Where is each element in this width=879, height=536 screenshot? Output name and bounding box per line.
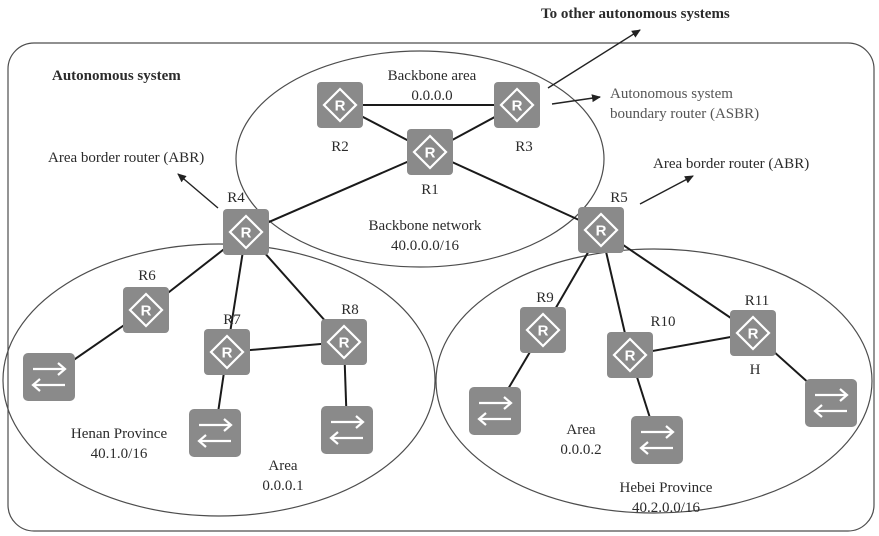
- router-r6: [121, 285, 171, 335]
- h-label: H: [750, 362, 761, 378]
- area1-prefix: 40.1.0/16: [91, 446, 148, 462]
- link-r1-r5: [429, 151, 602, 231]
- router-r10-label: R10: [650, 314, 675, 330]
- router-r11-label: R11: [745, 293, 769, 309]
- router-r3: [492, 80, 542, 130]
- router-r5: [576, 205, 626, 255]
- router-r2-label: R2: [331, 139, 349, 155]
- router-r1-label: R1: [421, 182, 439, 198]
- router-r11: [728, 308, 778, 358]
- external-systems-label: To other autonomous systems: [541, 6, 730, 22]
- autonomous-system-label: Autonomous system: [52, 68, 181, 84]
- link-r1-r4: [245, 151, 431, 233]
- switch-r9: [467, 385, 523, 437]
- router-r4-label: R4: [227, 190, 245, 206]
- area2-title: Area: [566, 422, 595, 438]
- area2-province: Hebei Province: [620, 480, 713, 496]
- area1-province: Henan Province: [71, 426, 168, 442]
- backbone-area-boundary: [235, 50, 605, 268]
- router-r9: [518, 305, 568, 355]
- router-r1: [405, 127, 455, 177]
- abr-left-label: Area border router (ABR): [48, 150, 204, 166]
- external-arrow: [547, 29, 641, 89]
- router-r10: [605, 330, 655, 380]
- switch-r11: [803, 377, 859, 429]
- router-r6-label: R6: [138, 268, 156, 284]
- abr-right-label: Area border router (ABR): [653, 156, 809, 172]
- abr-left-pointer-arrow: [177, 173, 219, 209]
- backbone-network-title: Backbone network: [369, 218, 482, 234]
- router-r8-label: R8: [341, 302, 359, 318]
- area2-id: 0.0.0.2: [560, 442, 601, 458]
- router-r2: [315, 80, 365, 130]
- router-r5-label: R5: [610, 190, 628, 206]
- area-0001-boundary: [2, 243, 436, 517]
- area1-id: 0.0.0.1: [262, 478, 303, 494]
- router-r4: [221, 207, 271, 257]
- switch-r10: [629, 414, 685, 466]
- asbr-pointer-arrow: [551, 94, 601, 105]
- router-r3-label: R3: [515, 139, 533, 155]
- asbr-label-line2: boundary router (ASBR): [610, 106, 759, 122]
- switch-r6: [21, 351, 77, 403]
- area-0002-boundary: [435, 248, 873, 514]
- autonomous-system-frame: [7, 42, 875, 532]
- router-r7-label: R7: [223, 312, 241, 328]
- link-r5-r11: [600, 229, 754, 334]
- router-r9-label: R9: [536, 290, 554, 306]
- router-r7: [202, 327, 252, 377]
- backbone-area-title: Backbone area: [388, 68, 477, 84]
- backbone-network-prefix: 40.0.0.0/16: [391, 238, 459, 254]
- backbone-area-id: 0.0.0.0: [411, 88, 452, 104]
- abr-right-pointer-arrow: [639, 175, 694, 205]
- switch-r8: [319, 404, 375, 456]
- switch-r7: [187, 407, 243, 459]
- asbr-label-line1: Autonomous system: [610, 86, 733, 102]
- area1-title: Area: [268, 458, 297, 474]
- area2-prefix: 40.2.0.0/16: [632, 500, 700, 516]
- router-r8: [319, 317, 369, 367]
